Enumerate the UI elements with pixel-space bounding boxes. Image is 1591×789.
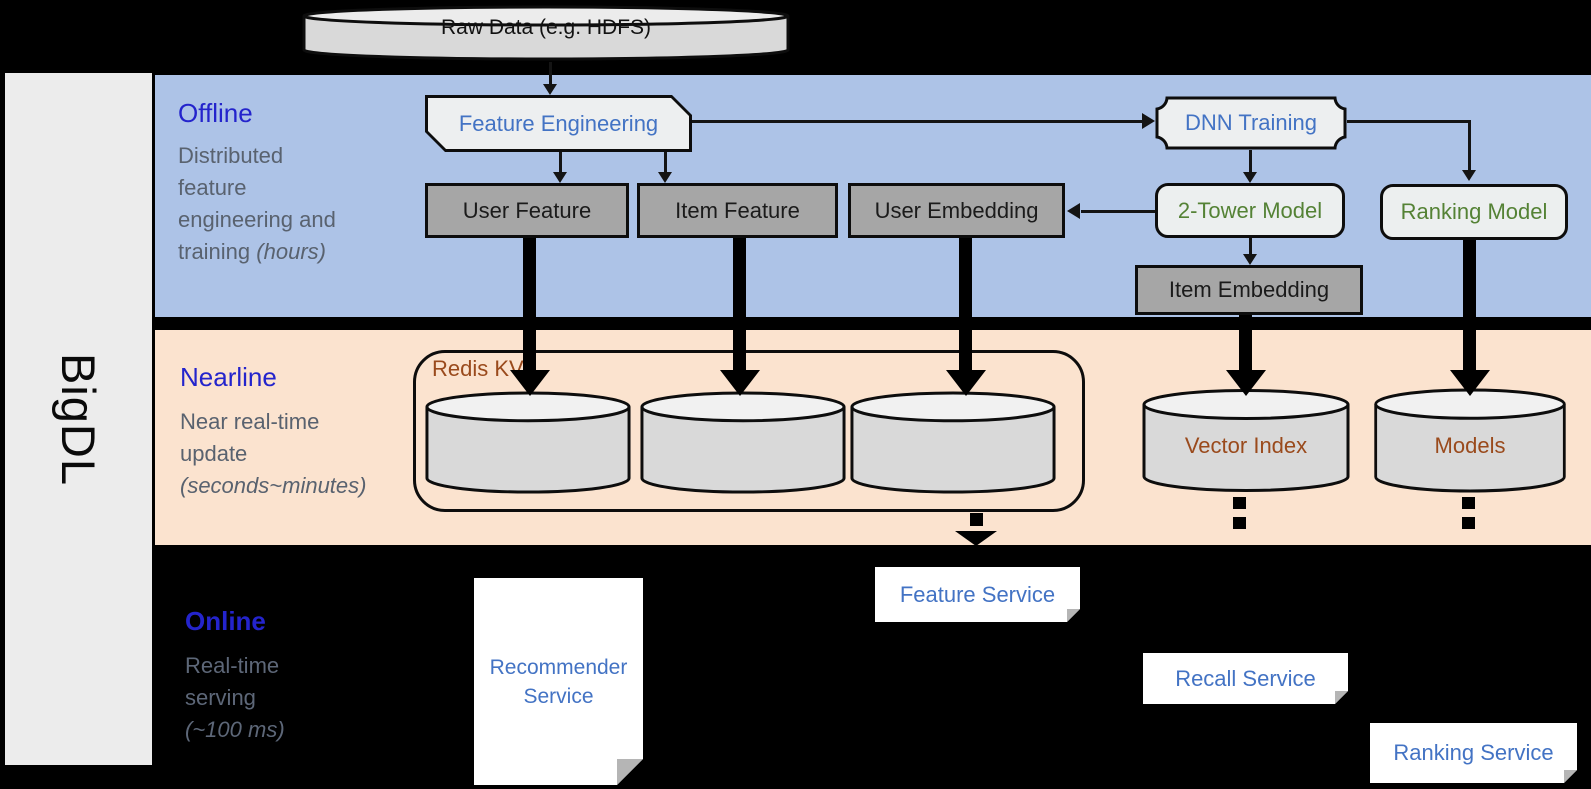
arrowhead-left-icon — [1067, 203, 1080, 219]
ranking-service-label: Ranking Service — [1393, 740, 1554, 765]
dash-segment — [970, 513, 983, 526]
arrowhead-down-icon — [1243, 172, 1257, 183]
redis-kv-label: Redis KV — [432, 356, 524, 381]
arrow-twotower-to-userembedding — [1081, 210, 1155, 213]
recall-service-label: Recall Service — [1175, 665, 1316, 691]
online-title: Online — [185, 606, 266, 636]
thick-arrowhead-down-icon — [510, 370, 550, 396]
vector-index-cylinder: Vector Index — [1140, 388, 1352, 495]
redis-kv-container — [413, 350, 1085, 512]
feature-engineering-label: Feature Engineering — [428, 98, 689, 149]
arrow-twotower-to-itemembedding — [1249, 238, 1252, 256]
arrow-rawdata-to-fe — [549, 62, 552, 86]
arrow-dnn-to-ranking-h — [1347, 120, 1471, 123]
offline-subtitle-italic: (hours) — [256, 239, 326, 264]
offline-subtitle-line: engineering and — [178, 207, 336, 232]
feature-service-label: Feature Service — [899, 581, 1056, 607]
nearline-subtitle-line: update — [180, 441, 248, 466]
page-fold-icon — [1067, 609, 1080, 622]
dash-segment — [1462, 517, 1475, 529]
arrowhead-down-icon — [553, 172, 567, 183]
arrowhead-down-icon — [543, 84, 557, 95]
user-feature-node: User Feature — [425, 183, 629, 238]
nearline-subtitle-italic: (seconds~minutes) — [180, 473, 367, 498]
thick-arrowhead-down-icon — [1450, 370, 1490, 396]
bigdl-sidebar: BigDL — [5, 73, 152, 765]
offline-subtitle-line: feature — [178, 175, 247, 200]
models-label: Models — [1434, 432, 1506, 458]
recommender-service-label: Recommender Service — [489, 655, 628, 708]
item-embedding-node: Item Embedding — [1135, 265, 1363, 315]
arrow-fe-to-dnn — [692, 120, 1142, 123]
page-fold-icon — [617, 759, 643, 785]
kv-store-cylinder-3 — [848, 390, 1058, 497]
offline-subtitle-line: Distributed — [178, 143, 284, 168]
recall-service-doc: Recall Service — [1143, 653, 1348, 704]
page-fold-icon — [1335, 691, 1348, 704]
arrowhead-right-icon — [1142, 113, 1155, 129]
online-subtitle-italic: (~100 ms) — [185, 717, 285, 742]
vector-index-label: Vector Index — [1184, 432, 1308, 458]
offline-title: Offline — [178, 98, 253, 128]
thick-arrowhead-down-icon — [955, 531, 997, 546]
ranking-service-doc: Ranking Service — [1370, 723, 1577, 783]
bigdl-logo-text: BigDL — [51, 352, 105, 486]
offline-subtitle-tail: training — [178, 239, 257, 264]
two-tower-model-node: 2-Tower Model — [1155, 183, 1345, 238]
raw-data-label: Raw Data (e.g. HDFS) — [440, 15, 652, 39]
arrowhead-down-icon — [658, 172, 672, 183]
arrow-userfeature-to-kv — [523, 238, 536, 372]
dash-segment — [1462, 497, 1475, 509]
arrowhead-down-icon — [1243, 254, 1257, 265]
nearline-subtitle-line: Near real-time — [180, 409, 320, 434]
online-subtitle-line: serving — [185, 685, 256, 710]
recommender-service-doc: Recommender Service — [474, 578, 643, 785]
nearline-title: Nearline — [180, 362, 277, 392]
feature-service-doc: Feature Service — [875, 567, 1080, 622]
thick-arrowhead-down-icon — [720, 370, 760, 396]
arrow-dnn-to-twotower — [1249, 150, 1252, 174]
arrow-itemfeature-to-kv — [733, 238, 746, 372]
plaque-shape — [1155, 96, 1347, 150]
kv-store-cylinder-1 — [423, 390, 633, 497]
arrow-userembedding-to-kv — [959, 238, 972, 372]
dash-segment — [1233, 517, 1246, 529]
kv-store-cylinder-2 — [638, 390, 848, 497]
models-cylinder: Models — [1372, 388, 1568, 495]
arrow-dnn-to-ranking-v — [1468, 120, 1471, 172]
ranking-model-node: Ranking Model — [1380, 184, 1568, 240]
arrow-fe-to-itemfeature — [664, 152, 667, 174]
arrow-itemembedding-to-vectorindex — [1239, 315, 1252, 372]
feature-engineering-node: Feature Engineering — [425, 95, 692, 152]
thick-arrowhead-down-icon — [1226, 370, 1266, 396]
item-feature-node: Item Feature — [637, 183, 838, 238]
arrowhead-down-icon — [1462, 170, 1476, 181]
online-subtitle-line: Real-time — [185, 653, 280, 678]
offline-subtitle: Distributed feature engineering and trai… — [178, 140, 336, 268]
raw-data-cylinder: Raw Data (e.g. HDFS) — [302, 5, 790, 62]
nearline-subtitle: Near real-time update (seconds~minutes) — [180, 406, 366, 502]
page-fold-icon — [1564, 770, 1577, 783]
dnn-training-label: DNN Training — [1184, 110, 1318, 135]
dnn-training-node: DNN Training — [1155, 96, 1347, 150]
arrow-fe-to-userfeature — [559, 152, 562, 174]
user-embedding-node: User Embedding — [848, 183, 1065, 238]
arrow-rankingmodel-to-models — [1463, 240, 1476, 372]
online-subtitle: Real-time serving (~100 ms) — [185, 650, 285, 746]
thick-arrowhead-down-icon — [946, 370, 986, 396]
dash-segment — [1233, 497, 1246, 509]
cylinder-shape — [302, 5, 790, 61]
